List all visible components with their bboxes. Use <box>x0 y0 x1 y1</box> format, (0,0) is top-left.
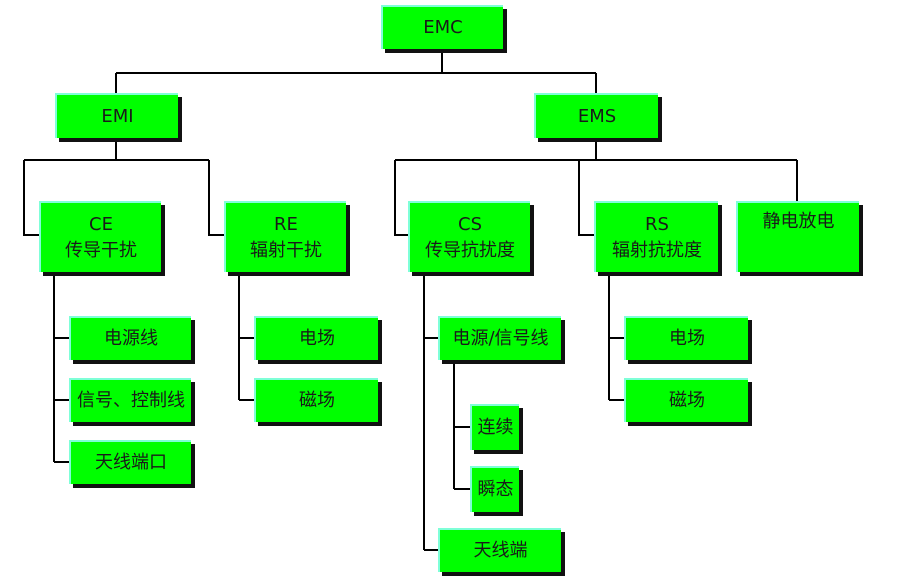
node-label: 天线端 <box>473 540 528 561</box>
node-label: 天线端口 <box>95 452 167 473</box>
node-label: 磁场 <box>669 390 705 411</box>
node-label: 电源/信号线 <box>452 328 549 349</box>
node-label: 连续 <box>477 417 514 438</box>
node-cs: CS 传导抗扰度 <box>408 201 530 272</box>
node-ce-signal-line: 信号、控制线 <box>69 378 191 422</box>
node-emc: EMC <box>381 5 503 49</box>
node-cs-antenna: 天线端 <box>438 528 561 572</box>
node-label: 辐射抗扰度 <box>612 239 702 261</box>
node-cs-power-signal-line: 电源/信号线 <box>438 316 561 360</box>
node-re: RE 辐射干扰 <box>224 201 346 272</box>
node-re-magnetic-field: 磁场 <box>254 378 378 422</box>
node-esd: 静电放电 <box>736 201 859 272</box>
node-label: 传导抗扰度 <box>425 239 515 261</box>
node-re-electric-field: 电场 <box>254 316 378 360</box>
node-label: 电场 <box>299 328 335 349</box>
node-label: 静电放电 <box>762 211 835 232</box>
node-ce-power-line: 电源线 <box>69 316 191 360</box>
node-ce-antenna-port: 天线端口 <box>69 440 191 484</box>
node-label: 信号、控制线 <box>77 390 185 411</box>
node-label: EMI <box>101 105 134 127</box>
node-label: 电源线 <box>104 328 158 349</box>
node-abbr: CS <box>458 213 482 235</box>
node-label: EMS <box>577 105 617 127</box>
node-label: EMC <box>423 17 463 38</box>
node-label: 传导干扰 <box>65 239 137 261</box>
node-rs-magnetic-field: 磁场 <box>624 378 748 422</box>
node-ems: EMS <box>534 93 658 138</box>
node-label: 瞬态 <box>477 479 514 500</box>
node-ce: CE 传导干扰 <box>39 201 161 272</box>
node-label: 电场 <box>669 328 705 349</box>
node-label: 辐射干扰 <box>250 239 322 261</box>
node-cs-continuous: 连续 <box>470 404 519 450</box>
node-cs-transient: 瞬态 <box>470 466 519 512</box>
node-rs-electric-field: 电场 <box>624 316 748 360</box>
node-rs: RS 辐射抗扰度 <box>594 201 718 272</box>
node-emi: EMI <box>55 93 178 138</box>
node-abbr: RE <box>274 213 298 235</box>
node-abbr: CE <box>89 213 113 235</box>
node-abbr: RS <box>645 213 669 235</box>
node-label: 磁场 <box>299 390 335 411</box>
